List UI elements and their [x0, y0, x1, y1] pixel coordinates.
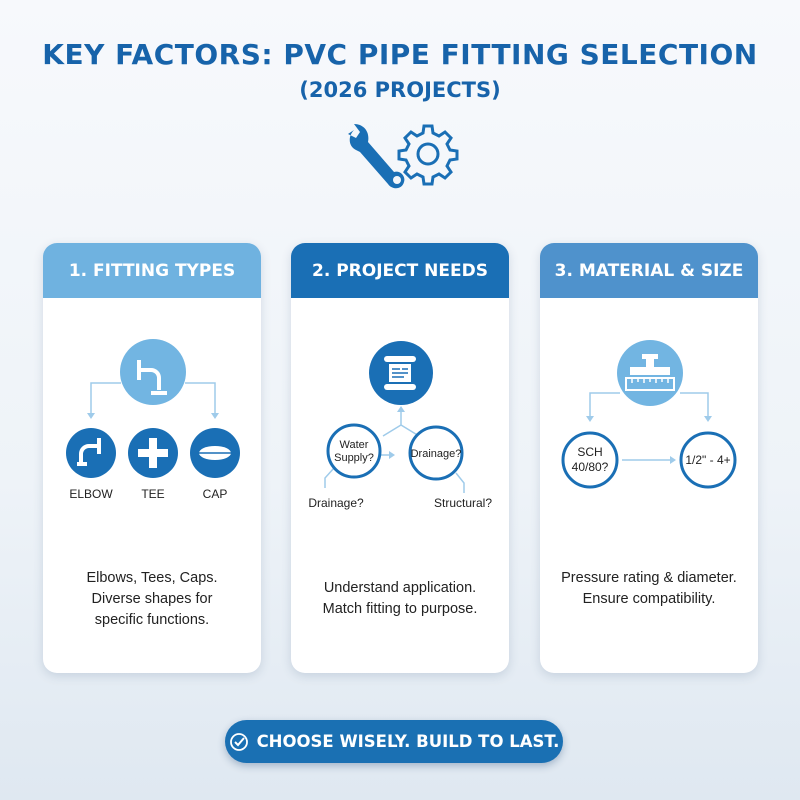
- description-line: Elbows, Tees, Caps.: [86, 570, 218, 586]
- description-line: Match fitting to purpose.: [322, 601, 478, 617]
- card-header: 3. MATERIAL & SIZE: [540, 243, 758, 298]
- node-label: 40/80?: [572, 460, 609, 474]
- node-label: SCH: [577, 445, 602, 459]
- footer-banner: CHOOSE WISELY. BUILD TO LAST.: [225, 720, 563, 763]
- card-description: Elbows, Tees, Caps. Diverse shapes for s…: [53, 568, 251, 631]
- description-line: Ensure compatibility.: [582, 591, 716, 607]
- node-label: Drainage?: [411, 448, 462, 460]
- item-label: TEE: [141, 487, 164, 501]
- item-label: ELBOW: [69, 487, 113, 501]
- fitting-types-diagram: ELBOW TEE CAP: [66, 339, 240, 501]
- schedule-node: [561, 431, 619, 489]
- drainage-node: [408, 425, 464, 481]
- description-line: Understand application.: [323, 580, 477, 596]
- option-label: Drainage?: [308, 496, 364, 510]
- page-subtitle: (2026 PROJECTS): [299, 78, 501, 102]
- page-title: KEY FACTORS: PVC PIPE FITTING SELECTION: [42, 38, 758, 71]
- elbow-icon: [66, 428, 116, 478]
- hero-icons: [348, 124, 459, 189]
- option-label: Structural?: [434, 496, 492, 510]
- description-line: specific functions.: [94, 612, 210, 628]
- card-header: 1. FITTING TYPES: [43, 243, 261, 298]
- card-fitting-types: 1. FITTING TYPES ELBOW TEE CAP Elbows, T…: [43, 243, 261, 673]
- footer-label: CHOOSE WISELY. BUILD TO LAST.: [256, 732, 560, 751]
- node-label: 1/2" - 4+: [685, 453, 730, 467]
- node-label: Supply?: [334, 452, 374, 464]
- card-description: Understand application. Match fitting to…: [301, 578, 499, 620]
- connector-arrow: [90, 382, 121, 416]
- description-line: Diverse shapes for: [91, 591, 213, 607]
- project-needs-diagram: Water Supply? Drainage? Drainage? Struct…: [308, 341, 492, 510]
- description-line: Pressure rating & diameter.: [561, 570, 737, 586]
- card-description: Pressure rating & diameter. Ensure compa…: [550, 568, 748, 610]
- card-material-size: 3. MATERIAL & SIZE SCH 40/80? 1/2" - 4+ …: [540, 243, 758, 673]
- wrench-icon: [348, 124, 405, 189]
- diameter-node: [679, 431, 737, 489]
- node-label: Water: [340, 439, 369, 451]
- gear-icon: [397, 124, 459, 186]
- water-supply-node: [326, 423, 382, 479]
- connector-arrow: [185, 382, 216, 416]
- material-size-diagram: SCH 40/80? 1/2" - 4+: [561, 340, 737, 489]
- card-project-needs: 2. PROJECT NEEDS Water Supply? Drainage?…: [291, 243, 509, 673]
- card-header: 2. PROJECT NEEDS: [291, 243, 509, 298]
- item-label: CAP: [203, 487, 228, 501]
- check-circle-icon: [229, 732, 248, 751]
